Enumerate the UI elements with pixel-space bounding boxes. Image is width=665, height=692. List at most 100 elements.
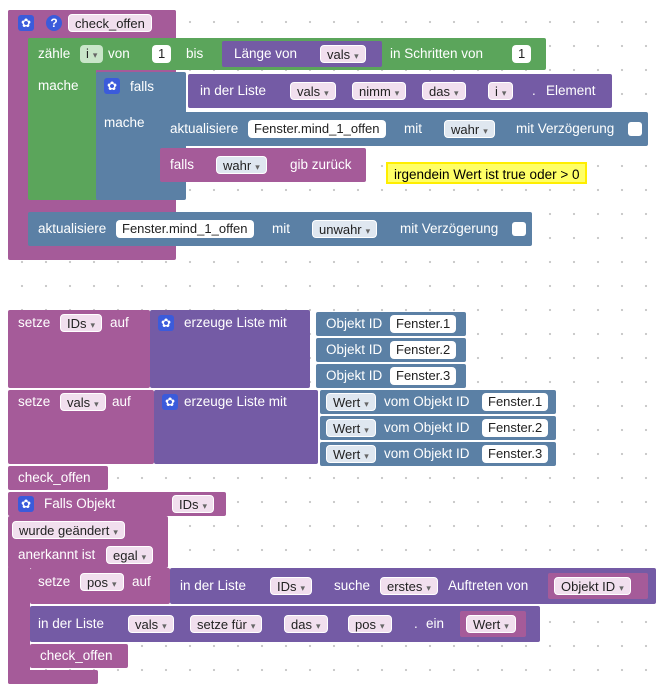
help-icon[interactable]: ? bbox=[46, 15, 62, 31]
value-select[interactable]: Wert▾ bbox=[466, 615, 516, 633]
from-object-value[interactable]: Fenster.2 bbox=[482, 419, 549, 437]
search-label: suche bbox=[334, 578, 371, 593]
from-object-label: vom Objekt ID bbox=[384, 446, 470, 461]
dropdown-arrow-icon: ▾ bbox=[501, 88, 507, 98]
step-label: in Schritten von bbox=[390, 46, 484, 61]
get-mode[interactable]: nimm▾ bbox=[352, 82, 407, 100]
list-set-which[interactable]: das▾ bbox=[284, 615, 328, 633]
trigger-ids-text: IDs bbox=[179, 497, 199, 512]
dropdown-arrow-icon: ▾ bbox=[113, 527, 118, 537]
trigger-changed-text: wurde geändert bbox=[19, 523, 110, 538]
object-id-value[interactable]: Fenster.2 bbox=[390, 341, 457, 359]
list-var[interactable]: vals▾ bbox=[290, 82, 336, 100]
gear-icon[interactable]: ✿ bbox=[162, 394, 178, 410]
value-mode[interactable]: Wert▾ bbox=[326, 419, 376, 437]
in-list-label: in der Liste bbox=[200, 83, 267, 98]
final-update-with: mit bbox=[272, 221, 290, 236]
value-mode-text: Wert bbox=[333, 395, 361, 410]
final-update-state[interactable]: Fenster.mind_1_offen bbox=[116, 220, 254, 238]
return-value[interactable]: wahr▾ bbox=[216, 156, 267, 174]
object-id-select[interactable]: Objekt ID▾ bbox=[554, 577, 631, 595]
trigger-bottom bbox=[8, 670, 98, 684]
loop-to-label: bis bbox=[186, 46, 204, 61]
get-mode-text: nimm bbox=[359, 84, 391, 99]
pos-var-text: pos bbox=[87, 575, 108, 590]
from-object-label: vom Objekt ID bbox=[384, 394, 470, 409]
dropdown-arrow-icon: ▾ bbox=[354, 51, 359, 61]
list-set-a: ein bbox=[426, 616, 445, 631]
from-object-value[interactable]: Fenster.1 bbox=[482, 393, 549, 411]
update-block[interactable] bbox=[160, 112, 648, 146]
gear-icon[interactable]: ✿ bbox=[18, 15, 34, 31]
dropdown-arrow-icon: ▾ bbox=[92, 50, 98, 60]
dropdown-arrow-icon: ▾ bbox=[315, 621, 321, 631]
final-update-value[interactable]: unwahr▾ bbox=[312, 220, 378, 238]
update-value[interactable]: wahr▾ bbox=[444, 120, 495, 138]
if-do-label: mache bbox=[104, 115, 145, 130]
search-in-list: in der Liste bbox=[180, 578, 247, 593]
if-label: falls bbox=[130, 79, 155, 94]
call-label: check_offen bbox=[18, 470, 91, 485]
search-first-text: erstes bbox=[387, 579, 423, 594]
create-list-label: erzeuge Liste mit bbox=[184, 394, 287, 409]
value-mode[interactable]: Wert▾ bbox=[326, 445, 376, 463]
create-list-ids[interactable] bbox=[150, 310, 310, 388]
dropdown-arrow-icon: ▾ bbox=[394, 88, 400, 98]
length-list[interactable]: vals▾ bbox=[320, 45, 366, 63]
loop-var[interactable]: i▾ bbox=[80, 45, 104, 63]
gear-icon[interactable]: ✿ bbox=[104, 78, 120, 94]
dropdown-arrow-icon: ▾ bbox=[90, 320, 96, 330]
final-delay-label: mit Verzögerung bbox=[400, 221, 499, 236]
trigger-changed[interactable]: wurde geändert▾ bbox=[12, 521, 125, 539]
vals-var-text: vals bbox=[67, 395, 91, 410]
list-set-pos-text: pos bbox=[355, 617, 376, 632]
list-set-vals[interactable]: vals▾ bbox=[128, 615, 174, 633]
gear-icon[interactable]: ✿ bbox=[18, 496, 34, 512]
function-name[interactable]: check_offen bbox=[68, 14, 152, 32]
ack-value[interactable]: egal▾ bbox=[106, 546, 154, 564]
index-var[interactable]: i▾ bbox=[488, 82, 514, 100]
update-with-label: mit bbox=[404, 121, 422, 136]
update-state[interactable]: Fenster.mind_1_offen bbox=[248, 120, 386, 138]
dropdown-arrow-icon: ▾ bbox=[141, 552, 147, 562]
final-delay-checkbox[interactable] bbox=[512, 222, 526, 236]
length-label: Länge von bbox=[234, 46, 298, 61]
gear-icon[interactable]: ✿ bbox=[158, 315, 174, 331]
dropdown-arrow-icon: ▾ bbox=[250, 621, 256, 631]
occurrence-label: Auftreten von bbox=[448, 578, 529, 593]
search-first[interactable]: erstes▾ bbox=[380, 577, 438, 595]
dropdown-arrow-icon: ▾ bbox=[365, 226, 371, 236]
trigger-ids[interactable]: IDs▾ bbox=[172, 495, 215, 513]
value-mode[interactable]: Wert▾ bbox=[326, 393, 376, 411]
create-list-vals[interactable] bbox=[154, 390, 318, 464]
list-set-mode[interactable]: setze für▾ bbox=[190, 615, 263, 633]
loop-var-text: i bbox=[86, 46, 89, 61]
which-mode[interactable]: das▾ bbox=[422, 82, 466, 100]
delay-checkbox[interactable] bbox=[628, 122, 642, 136]
list-set-which-text: das bbox=[291, 617, 312, 632]
from-object-label: vom Objekt ID bbox=[384, 420, 470, 435]
element-label: Element bbox=[546, 83, 596, 98]
dropdown-arrow-icon: ▾ bbox=[94, 399, 99, 409]
final-update-value-text: unwahr bbox=[319, 222, 362, 237]
vals-var[interactable]: vals▾ bbox=[60, 393, 106, 411]
search-ids-text: IDs bbox=[277, 579, 297, 594]
delay-label: mit Verzögerung bbox=[516, 121, 615, 136]
from-object-value[interactable]: Fenster.3 bbox=[482, 445, 549, 463]
object-id-value[interactable]: Fenster.3 bbox=[390, 367, 457, 385]
final-update-block[interactable] bbox=[28, 212, 532, 246]
trigger-call-block[interactable] bbox=[30, 644, 128, 668]
trigger-label: Falls Objekt bbox=[44, 496, 116, 511]
loop-body-left bbox=[28, 38, 96, 198]
dropdown-arrow-icon: ▾ bbox=[426, 583, 431, 593]
object-id-value[interactable]: Fenster.1 bbox=[390, 315, 457, 333]
list-set-pos[interactable]: pos▾ bbox=[348, 615, 392, 633]
list-var-text: vals bbox=[297, 84, 321, 99]
loop-count-label: zähle bbox=[38, 46, 71, 61]
call-check-offen[interactable] bbox=[8, 466, 108, 490]
search-ids[interactable]: IDs▾ bbox=[270, 577, 313, 595]
loop-from-value[interactable]: 1 bbox=[152, 45, 172, 63]
pos-var[interactable]: pos▾ bbox=[80, 573, 124, 591]
ids-var[interactable]: IDs▾ bbox=[60, 314, 103, 332]
step-value[interactable]: 1 bbox=[512, 45, 532, 63]
